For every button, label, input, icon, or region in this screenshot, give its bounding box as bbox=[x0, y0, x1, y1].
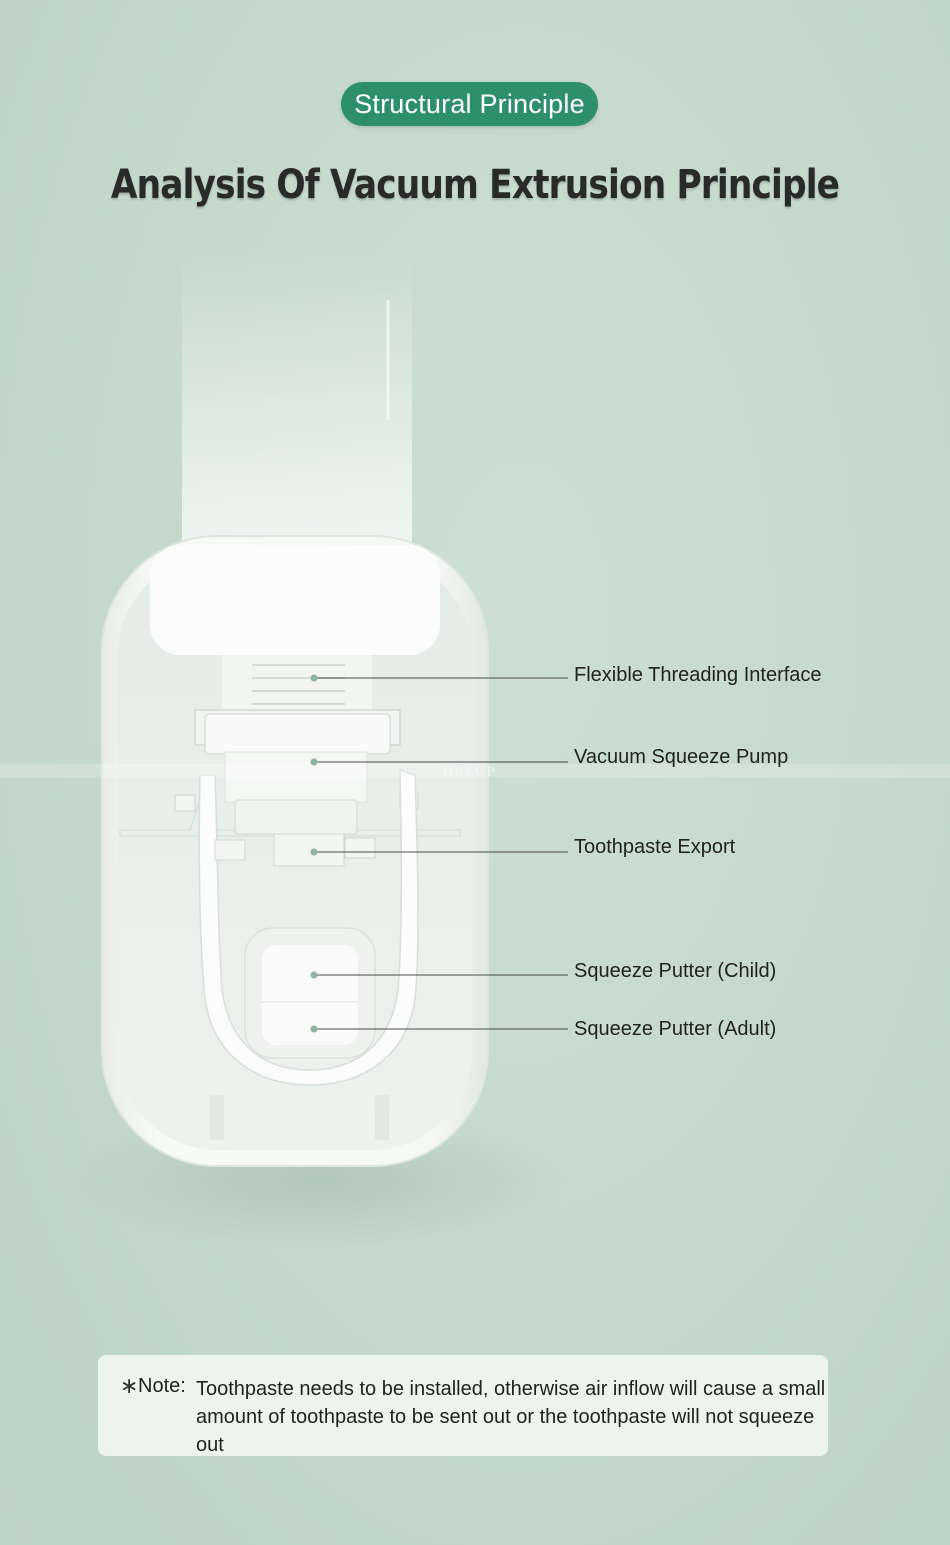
page-headline: Analysis Of Vacuum Extrusion Principle bbox=[110, 162, 840, 208]
note-label: Note: bbox=[138, 1375, 186, 1397]
note-body: Toothpaste needs to be installed, otherw… bbox=[196, 1378, 826, 1456]
marker-dot-child bbox=[310, 971, 318, 979]
callout-flexible-threading-interface: Flexible Threading Interface bbox=[574, 664, 822, 686]
leader-lines bbox=[314, 677, 568, 1030]
tube-end bbox=[150, 545, 440, 655]
vacuum-pump-ring bbox=[204, 713, 391, 755]
callout-squeeze-putter-adult: Squeeze Putter (Adult) bbox=[574, 1018, 777, 1040]
marker-dot-export bbox=[310, 848, 318, 856]
note-box: ∗ Note: Toothpaste needs to be installed… bbox=[98, 1355, 828, 1456]
callout-squeeze-putter-child: Squeeze Putter (Child) bbox=[574, 960, 777, 982]
asterisk-icon: ∗ bbox=[120, 1373, 139, 1398]
toothpaste-export bbox=[273, 833, 345, 867]
marker-dot-adult bbox=[310, 1025, 318, 1033]
watermark-text: OSLUP bbox=[443, 765, 497, 779]
note-text: Toothpaste needs to be installed, otherw… bbox=[196, 1375, 826, 1459]
squeeze-arm bbox=[198, 768, 419, 1086]
callout-toothpaste-export: Toothpaste Export bbox=[574, 836, 736, 858]
structural-principle-badge: Structural Principle bbox=[341, 82, 598, 126]
badge-label: Structural Principle bbox=[354, 88, 585, 119]
marker-dot-threading bbox=[310, 674, 318, 682]
marker-dot-pump bbox=[310, 758, 318, 766]
watermark-band bbox=[0, 764, 950, 778]
callout-vacuum-squeeze-pump: Vacuum Squeeze Pump bbox=[574, 746, 789, 768]
